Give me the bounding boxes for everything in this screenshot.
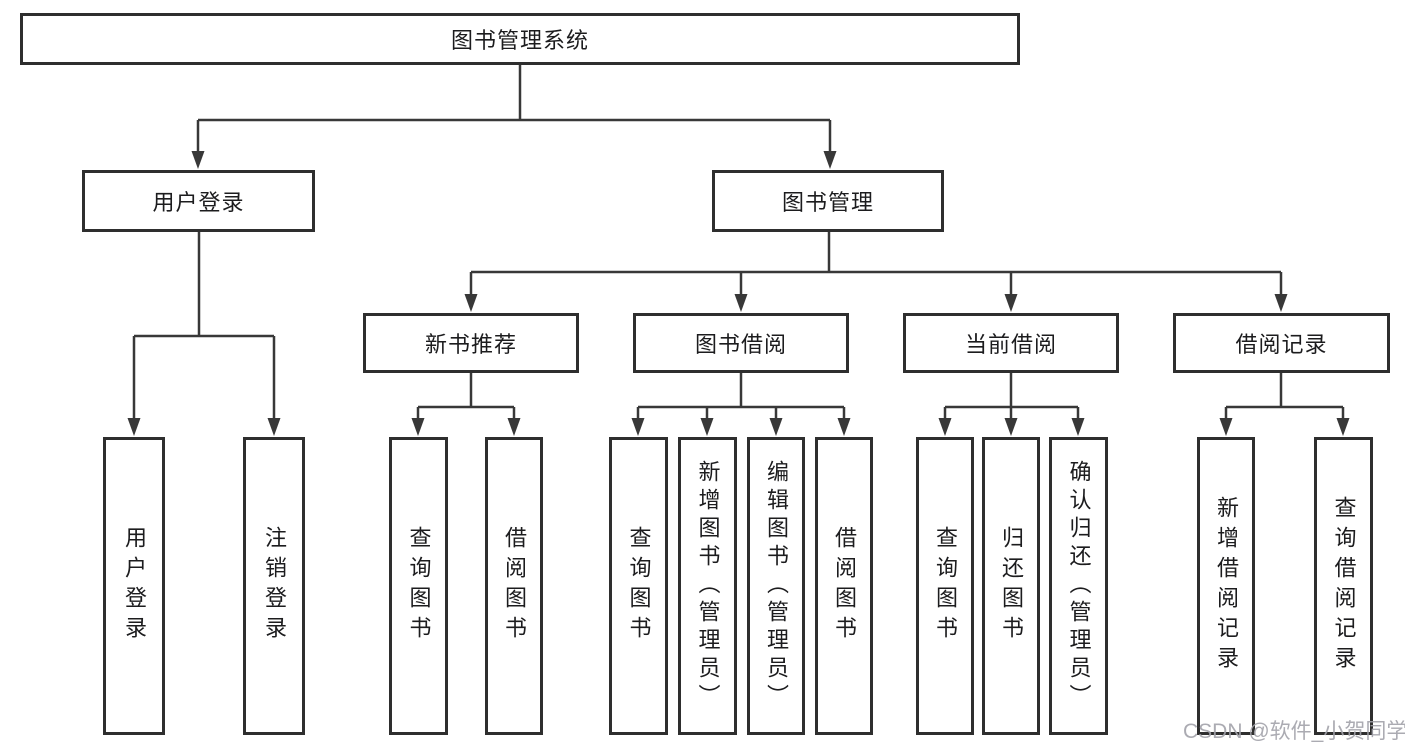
node-label: 新书推荐 — [424, 332, 517, 357]
leaf-add-borrow-record: 新增借阅记录 — [1197, 437, 1255, 735]
node-label: 图书管理系统 — [450, 28, 589, 53]
csdn-watermark: CSDN @软件_小贺同学 — [1183, 720, 1405, 743]
node-library-management-system: 图书管理系统 — [20, 13, 1020, 65]
leaf-logout: 注销登录 — [243, 437, 305, 735]
leaf-query-books: 查询图书 — [389, 437, 448, 735]
leaf-return-books: 归还图书 — [982, 437, 1040, 735]
node-label: 借阅图书 — [832, 526, 857, 646]
leaf-edit-books-admin: 编辑图书（管理员） — [747, 437, 805, 735]
node-label: 归还图书 — [999, 526, 1024, 646]
node-label: 借阅记录 — [1235, 332, 1328, 357]
node-borrowing-records: 借阅记录 — [1173, 313, 1390, 373]
node-label: 新增图书（管理员） — [695, 460, 721, 712]
node-label: 编辑图书（管理员） — [764, 460, 789, 712]
node-label: 用户登录 — [122, 526, 147, 646]
leaf-add-books-admin: 新增图书（管理员） — [678, 437, 737, 735]
node-label: 注销登录 — [262, 526, 287, 646]
node-label: 当前借阅 — [964, 332, 1057, 357]
node-book-management: 图书管理 — [712, 170, 944, 232]
node-label: 查询图书 — [626, 526, 652, 646]
leaf-borrow-books: 借阅图书 — [815, 437, 873, 735]
node-label: 用户登录 — [152, 190, 245, 215]
node-label: 新增借阅记录 — [1214, 496, 1239, 676]
node-label: 查询图书 — [406, 526, 432, 646]
leaf-query-borrow-record: 查询借阅记录 — [1314, 437, 1373, 735]
node-book-borrowing: 图书借阅 — [633, 313, 849, 373]
leaf-query-books: 查询图书 — [609, 437, 668, 735]
node-label: 确认归还（管理员） — [1066, 460, 1092, 712]
node-label: 查询图书 — [933, 526, 958, 646]
node-label: 图书管理 — [781, 190, 874, 215]
node-label: 借阅图书 — [502, 526, 527, 646]
leaf-user-login: 用户登录 — [103, 437, 165, 735]
node-current-borrowing: 当前借阅 — [903, 313, 1119, 373]
node-label: 查询借阅记录 — [1331, 496, 1357, 676]
leaf-confirm-return-admin: 确认归还（管理员） — [1049, 437, 1108, 735]
leaf-query-books: 查询图书 — [916, 437, 974, 735]
node-new-book-recommend: 新书推荐 — [363, 313, 579, 373]
node-label: 图书借阅 — [694, 332, 787, 357]
node-user-login: 用户登录 — [82, 170, 315, 232]
leaf-borrow-books: 借阅图书 — [485, 437, 543, 735]
